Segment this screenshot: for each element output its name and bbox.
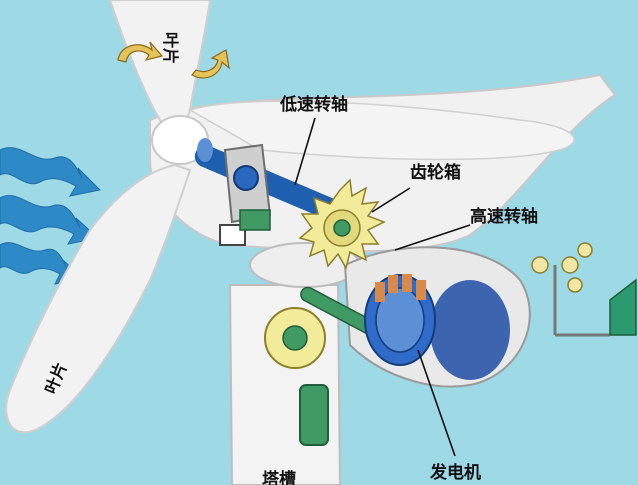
brake-block	[219, 224, 246, 246]
wind-vane-icon	[555, 278, 637, 337]
yaw-motor	[299, 384, 329, 446]
brake-disc	[239, 209, 271, 231]
generator-blue-interior	[430, 280, 510, 380]
label-low-speed-shaft: 低速转轴	[279, 94, 348, 115]
leader-lines	[294, 117, 471, 457]
anemometer-icon	[531, 242, 593, 335]
blade-left	[5, 163, 192, 434]
wind-arrow-icon	[0, 147, 102, 285]
label-blade-top: 叶片	[161, 32, 180, 64]
label-gearbox: 齿轮箱	[410, 162, 461, 183]
yaw-gear	[264, 307, 326, 369]
label-generator: 发电机	[429, 462, 481, 483]
bearing-hole	[233, 165, 259, 191]
gearbox-gear	[298, 178, 386, 270]
generator-rotor	[364, 274, 436, 366]
rotation-arrow-icon	[117, 41, 230, 79]
blade-right	[188, 100, 575, 161]
label-high-speed-shaft: 高速转轴	[470, 206, 538, 227]
label-tower-partial: 塔槽	[262, 469, 296, 485]
